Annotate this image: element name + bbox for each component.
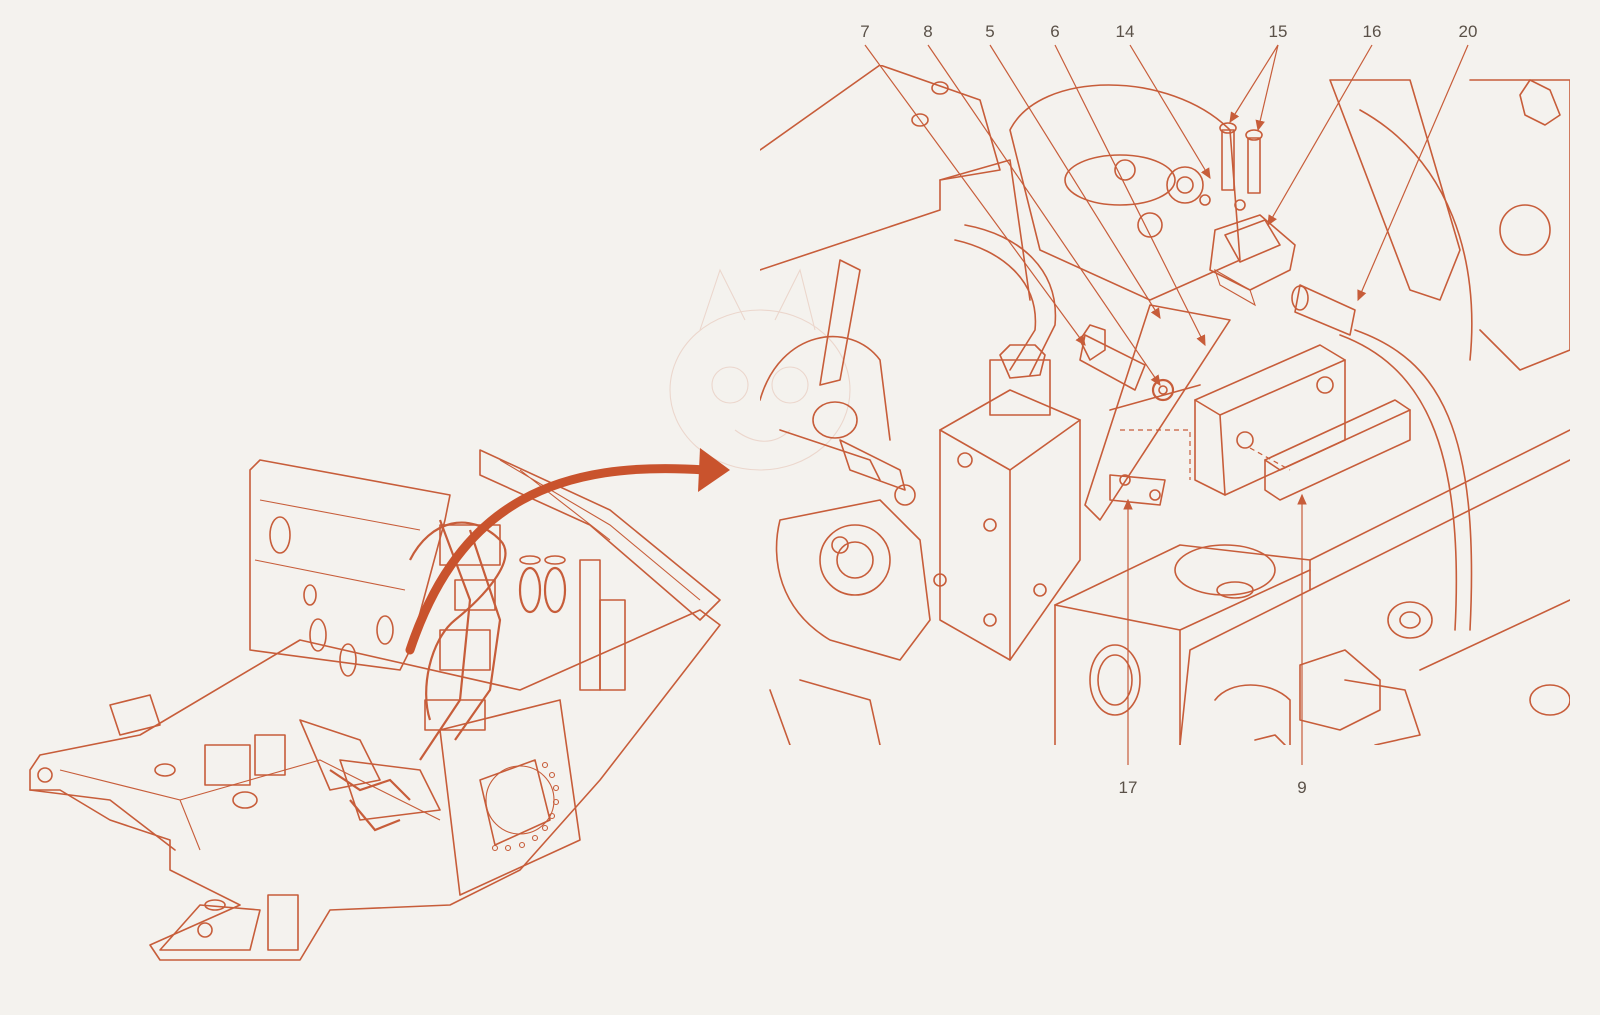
detail-view <box>760 65 1570 745</box>
callout-8: 8 <box>923 22 933 41</box>
callout-6: 6 <box>1050 22 1060 41</box>
callout-5: 5 <box>985 22 995 41</box>
callout-15: 15 <box>1268 22 1288 41</box>
mechanism-cluster <box>109 519 626 832</box>
callout-17: 17 <box>1118 778 1138 797</box>
machine-overview <box>29 449 721 961</box>
callout-14: 14 <box>1115 22 1135 41</box>
callout-20: 20 <box>1458 22 1478 41</box>
callout-7: 7 <box>860 22 870 41</box>
dotted-ring <box>491 761 560 852</box>
callout-9: 9 <box>1297 778 1307 797</box>
leader-lines <box>864 44 1469 765</box>
curved-arrow-icon <box>405 448 730 655</box>
callout-16: 16 <box>1362 22 1382 41</box>
dragon-mascot-watermark <box>669 268 851 471</box>
